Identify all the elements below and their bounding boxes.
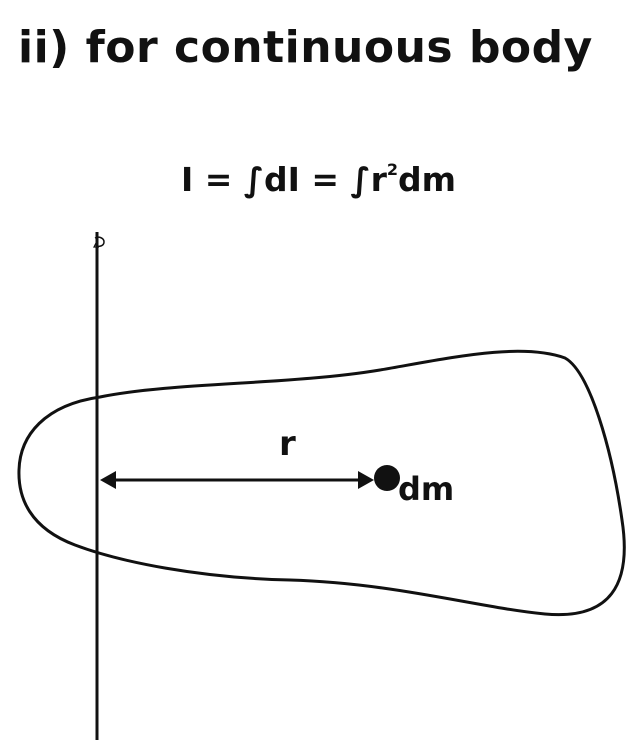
body-outline — [17, 349, 626, 617]
formula-main: I = ∫dI = ∫r — [180, 160, 387, 199]
distance-arrow — [100, 471, 374, 489]
formula-exponent: 2 — [386, 160, 399, 179]
rotation-arrow-icon — [93, 236, 105, 248]
section-heading: ii) for continuous body — [18, 22, 593, 73]
distance-label: r — [279, 424, 296, 464]
mass-element-dot — [374, 465, 400, 491]
mass-element-label: dm — [398, 470, 455, 508]
moment-of-inertia-formula: I = ∫dI = ∫r2dm — [0, 146, 637, 204]
formula-tail: dm — [398, 160, 457, 199]
